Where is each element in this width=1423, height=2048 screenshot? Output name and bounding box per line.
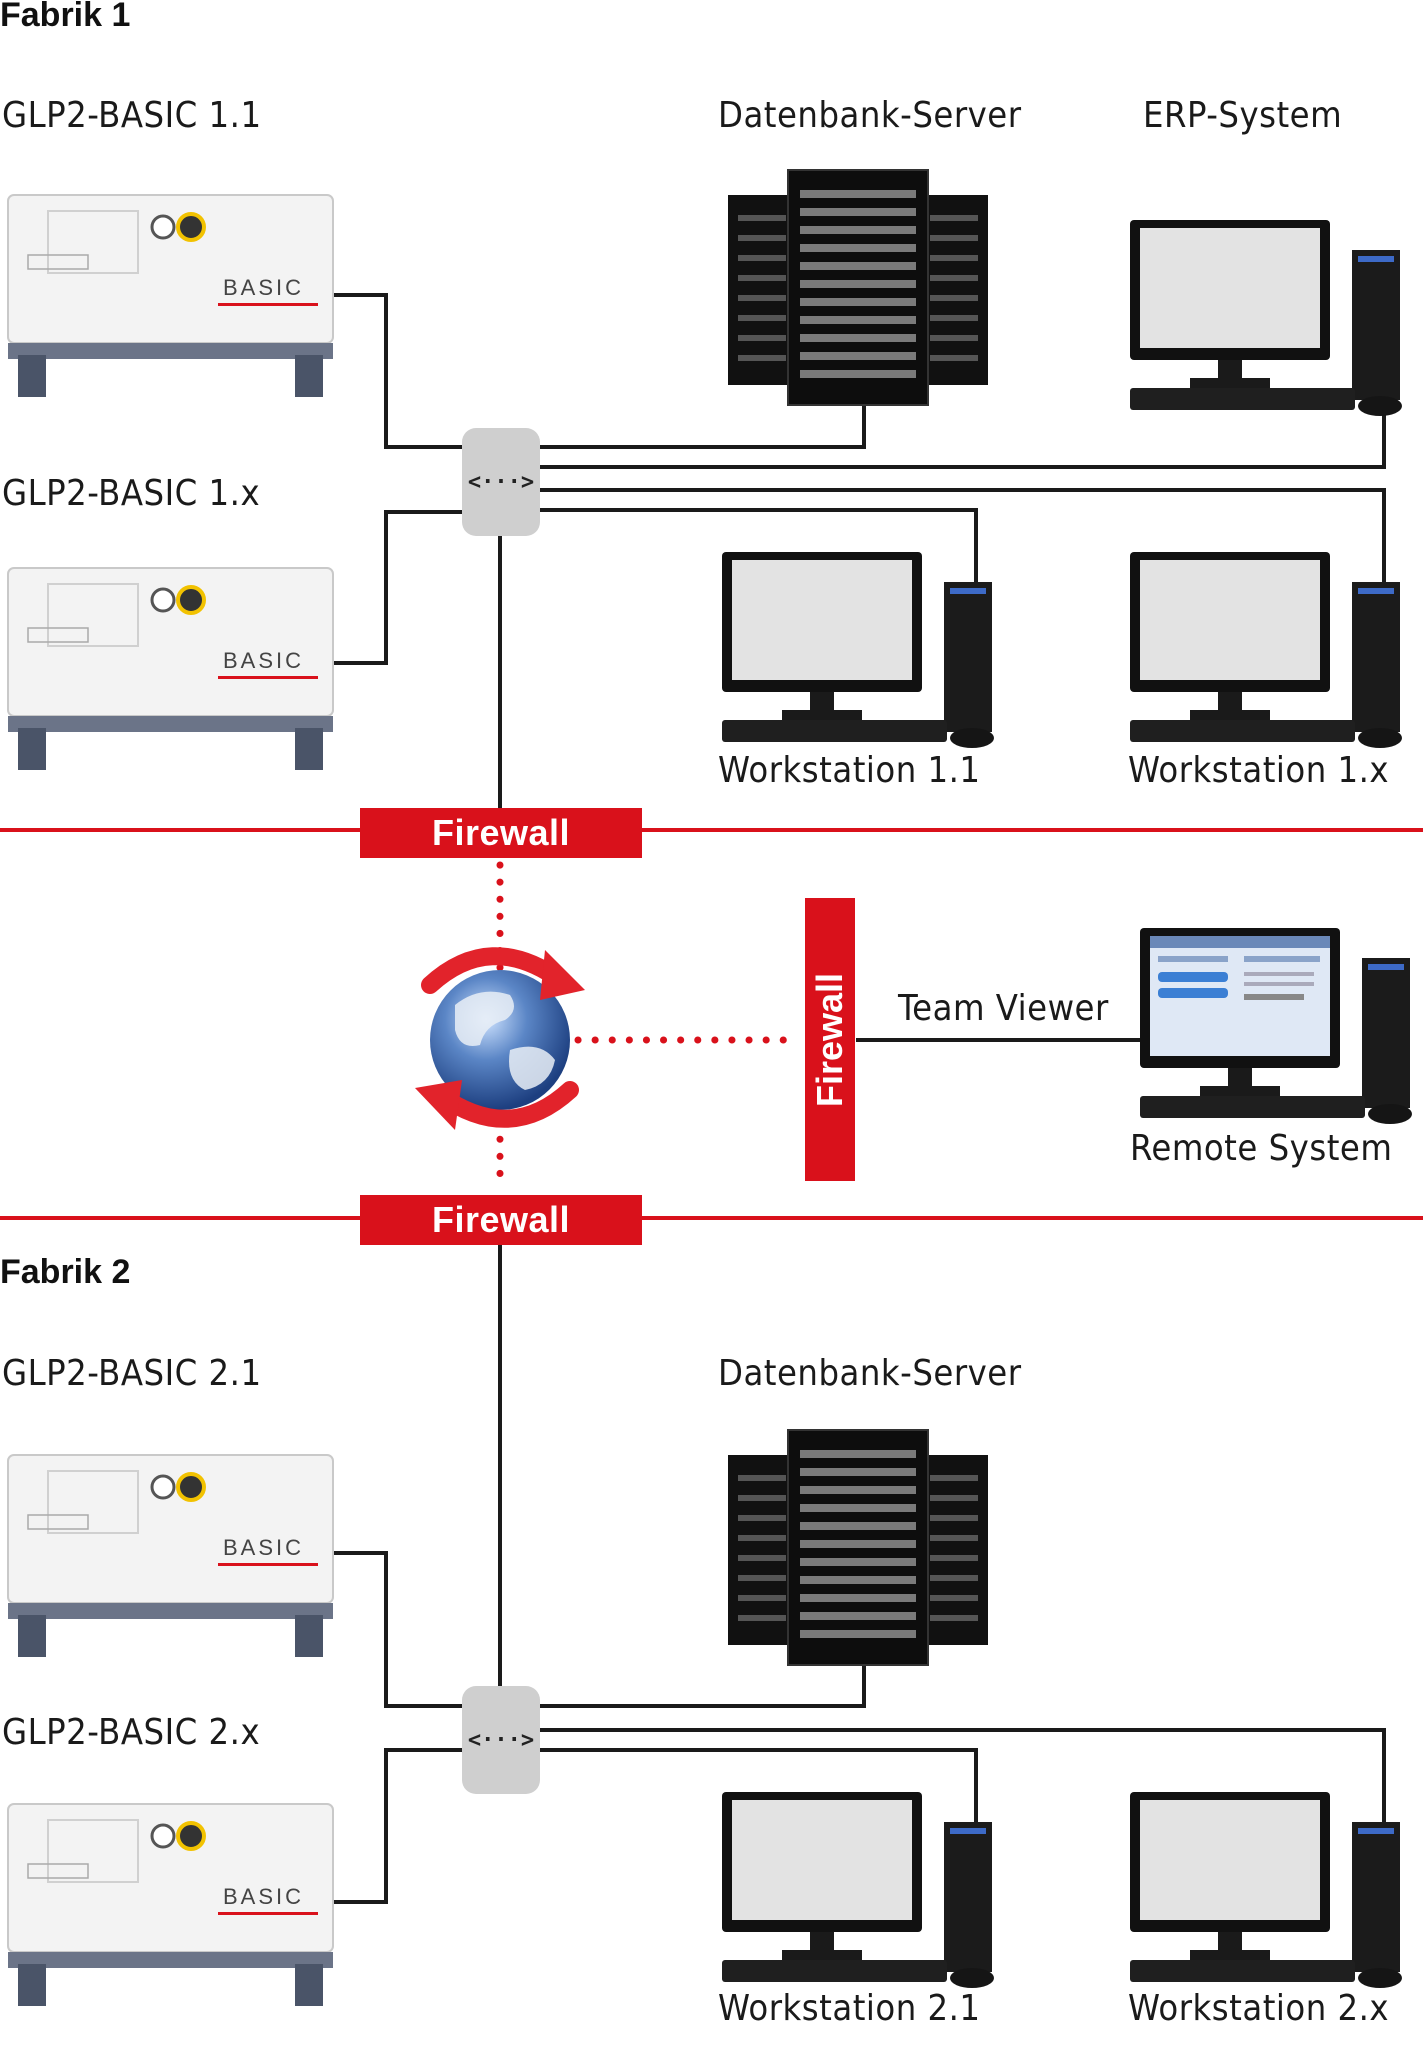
globe-arrows-icon [415, 947, 585, 1130]
wire-ws-1-1 [537, 508, 978, 590]
server-rack-icon [727, 1429, 989, 1666]
firewall-remote-label: Firewall [809, 972, 850, 1107]
firewall-bottom-label: Firewall [431, 1199, 571, 1240]
network-switch-icon: <···> [462, 428, 540, 536]
desktop-computer-icon [1130, 552, 1402, 748]
desktop-computer-icon [1140, 928, 1412, 1124]
firewall-bottom: Firewall [360, 1195, 642, 1245]
server-rack-icon [727, 169, 989, 406]
ws-1-x-label: Workstation 1.x [1128, 750, 1390, 791]
wire-ws-2-1 [537, 1748, 978, 1840]
switch-glyph: <···> [467, 1727, 535, 1753]
switch-glyph: <···> [467, 469, 535, 495]
ws-1-1-label: Workstation 1.1 [718, 750, 981, 791]
db-server-1-label: Datenbank-Server [718, 95, 1022, 136]
desktop-computer-icon [722, 552, 994, 748]
glp-1-1-label: GLP2-BASIC 1.1 [2, 95, 262, 136]
remote-system-label: Remote System [1130, 1128, 1393, 1169]
db-server-2-label: Datenbank-Server [718, 1353, 1022, 1394]
glp-2-1-label: GLP2-BASIC 2.1 [2, 1353, 262, 1394]
glp2-basic-machine-icon [6, 566, 335, 772]
firewall-top-label: Firewall [431, 812, 571, 853]
glp-1-x-label: GLP2-BASIC 1.x [2, 473, 261, 514]
team-viewer-label: Team Viewer [898, 988, 1109, 1029]
factory1-heading: Fabrik 1 [0, 0, 131, 34]
glp2-basic-machine-icon [6, 1802, 335, 2008]
wire-db-server-1 [537, 403, 866, 449]
firewall-remote: Firewall [805, 898, 855, 1181]
erp-label: ERP-System [1143, 95, 1343, 136]
wire-glp-1-x [334, 510, 466, 665]
wire-ws-1-x [537, 488, 1386, 590]
desktop-computer-icon [722, 1792, 994, 1988]
desktop-computer-icon [1130, 1792, 1402, 1988]
desktop-computer-icon [1130, 220, 1402, 416]
firewall-top: Firewall [360, 808, 642, 858]
wire-glp-2-1 [334, 1551, 466, 1708]
wire-db-server-2 [537, 1660, 866, 1708]
ws-2-x-label: Workstation 2.x [1128, 1988, 1390, 2029]
glp2-basic-machine-icon [6, 193, 335, 399]
wire-glp-1-1 [334, 293, 466, 449]
wire-glp-2-x [334, 1748, 466, 1904]
wire-ws-2-x [537, 1728, 1386, 1840]
factory2-heading: Fabrik 2 [0, 1253, 131, 1291]
ws-2-1-label: Workstation 2.1 [718, 1988, 981, 2029]
glp-2-x-label: GLP2-BASIC 2.x [2, 1712, 261, 1753]
network-switch-icon: <···> [462, 1686, 540, 1794]
glp2-basic-machine-icon [6, 1453, 335, 1659]
wire-erp [537, 393, 1386, 469]
